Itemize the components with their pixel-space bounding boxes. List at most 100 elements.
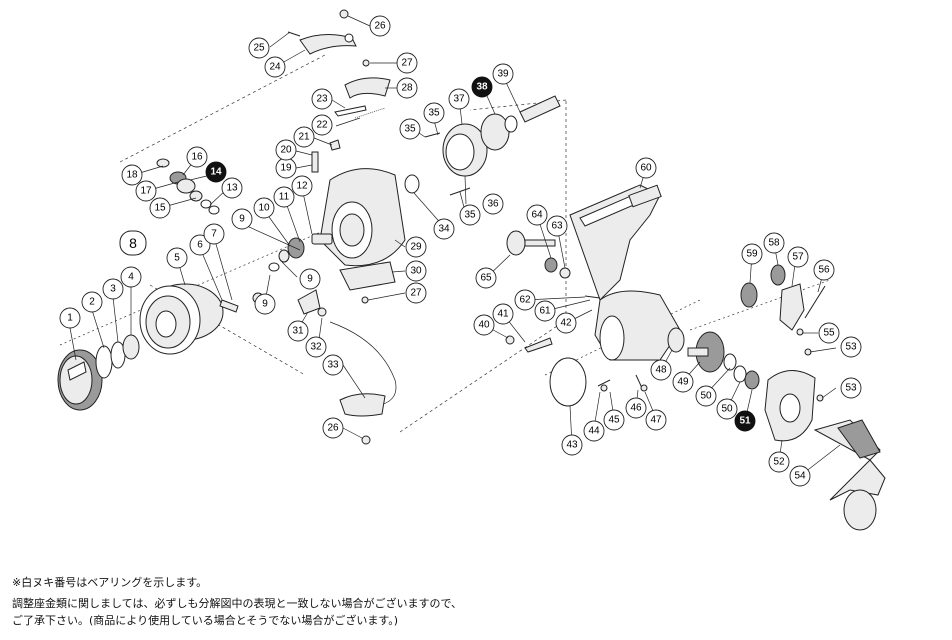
callout-8-assembly: 8: [119, 230, 147, 256]
callout-label: 15: [154, 203, 166, 214]
rotor-part: [319, 168, 406, 304]
callout-7: 7: [203, 223, 225, 245]
callout-30: 30: [405, 260, 427, 282]
line-roller-arm-parts: [297, 289, 397, 445]
callout-label: 18: [126, 170, 138, 181]
callout-label: 35: [404, 124, 416, 135]
callout-label: 41: [497, 309, 509, 320]
callout-label: 9: [239, 214, 245, 225]
oscillation-parts: [740, 264, 826, 356]
callout-42: 42: [555, 312, 577, 334]
callout-22: 22: [311, 114, 333, 136]
callout-35-a: 35: [399, 118, 421, 140]
drag-washer-parts: [95, 334, 140, 379]
callout-26-a: 26: [369, 15, 391, 37]
callout-label: 54: [794, 471, 806, 482]
callout-label: 47: [650, 415, 662, 426]
callout-label: 46: [630, 403, 642, 414]
callout-50-a: 50: [695, 385, 717, 407]
callout-56: 56: [813, 259, 835, 281]
callout-25: 25: [248, 37, 270, 59]
bail-support-parts: [311, 59, 391, 173]
callout-64: 64: [526, 204, 548, 226]
callout-label: 21: [298, 132, 310, 143]
callout-13: 13: [221, 177, 243, 199]
callout-61: 61: [534, 300, 556, 322]
callout-37: 37: [448, 88, 470, 110]
callout-label: 33: [327, 360, 339, 371]
callout-44: 44: [583, 420, 605, 442]
callout-label: 20: [280, 145, 292, 156]
callout-10: 10: [253, 197, 275, 219]
callout-label: 31: [292, 326, 304, 337]
callout-49: 49: [672, 371, 694, 393]
assembly-guide-lines: [59, 54, 831, 433]
callout-26-b: 26: [322, 417, 344, 439]
callout-label: 50: [700, 391, 712, 402]
washer-note-continued: ご了承下さい。(商品により使用している場合とそうでない場合がございます。): [12, 614, 399, 627]
reel-body-part: [569, 184, 681, 361]
callout-label: 9: [307, 274, 313, 285]
callout-label: 27: [401, 58, 413, 69]
callout-35-c: 35: [459, 204, 481, 226]
callout-label: 39: [497, 69, 509, 80]
callout-9-c: 9: [299, 268, 321, 290]
callout-label: 64: [531, 210, 543, 221]
callout-label: 60: [640, 163, 652, 174]
callout-label: 37: [453, 94, 465, 105]
callout-11: 11: [273, 186, 295, 208]
bearing-note: ※白ヌキ番号はベアリングを示します。: [12, 576, 208, 589]
callout-label: 34: [438, 224, 450, 235]
callout-46: 46: [625, 397, 647, 419]
callout-label: 13: [226, 183, 238, 194]
callout-label: 43: [566, 440, 578, 451]
body-screws-parts: [584, 295, 648, 392]
callout-label: 40: [478, 320, 490, 331]
callout-51: 51: [734, 410, 756, 432]
callout-label: 57: [792, 252, 804, 263]
callout-label: 35: [428, 108, 440, 119]
callout-label: 32: [310, 342, 322, 353]
callout-label: 10: [258, 203, 270, 214]
callout-28: 28: [396, 77, 418, 99]
callout-label: 55: [823, 328, 835, 339]
callout-58: 58: [763, 232, 785, 254]
callout-label: 62: [519, 295, 531, 306]
callout-19: 19: [275, 157, 297, 179]
callout-16: 16: [186, 146, 208, 168]
body-cover-part: [764, 370, 824, 442]
callout-label: 1: [67, 313, 73, 324]
callout-label: 17: [140, 186, 152, 197]
callout-36: 36: [482, 193, 504, 215]
washer-note: 調整座金類に関しましては、必ずしも分解図中の表現と一致しない場合がございますので…: [12, 597, 463, 610]
callout-29: 29: [405, 236, 427, 258]
spool-part: [139, 283, 224, 355]
callout-33: 33: [322, 354, 344, 376]
callout-55: 55: [818, 322, 840, 344]
callout-label: 50: [721, 404, 733, 415]
callout-24: 24: [264, 56, 286, 78]
callout-label: 26: [327, 423, 339, 434]
bail-arm-top-part: [287, 9, 357, 55]
callout-65: 65: [475, 267, 497, 289]
callout-label: 25: [253, 43, 265, 54]
callout-34: 34: [433, 218, 455, 240]
callout-label: 24: [269, 62, 281, 73]
callout-38: 38: [471, 76, 493, 98]
callout-label: 44: [588, 426, 600, 437]
footnotes: ※白ヌキ番号はベアリングを示します。 調整座金類に関しましては、必ずしも分解図中…: [12, 574, 942, 629]
callout-label: 51: [739, 416, 751, 427]
callout-label: 53: [845, 342, 857, 353]
handle-part: [813, 419, 886, 531]
callout-1: 1: [59, 307, 81, 329]
callout-54: 54: [789, 465, 811, 487]
callout-label: 23: [316, 94, 328, 105]
callout-label: 35: [464, 210, 476, 221]
spool-drag-knob-part: [57, 349, 103, 411]
callout-14: 14: [205, 161, 227, 183]
callout-21: 21: [293, 126, 315, 148]
callout-label: 28: [401, 83, 413, 94]
callout-47: 47: [645, 409, 667, 431]
pinion-gear-parts: [268, 233, 333, 272]
